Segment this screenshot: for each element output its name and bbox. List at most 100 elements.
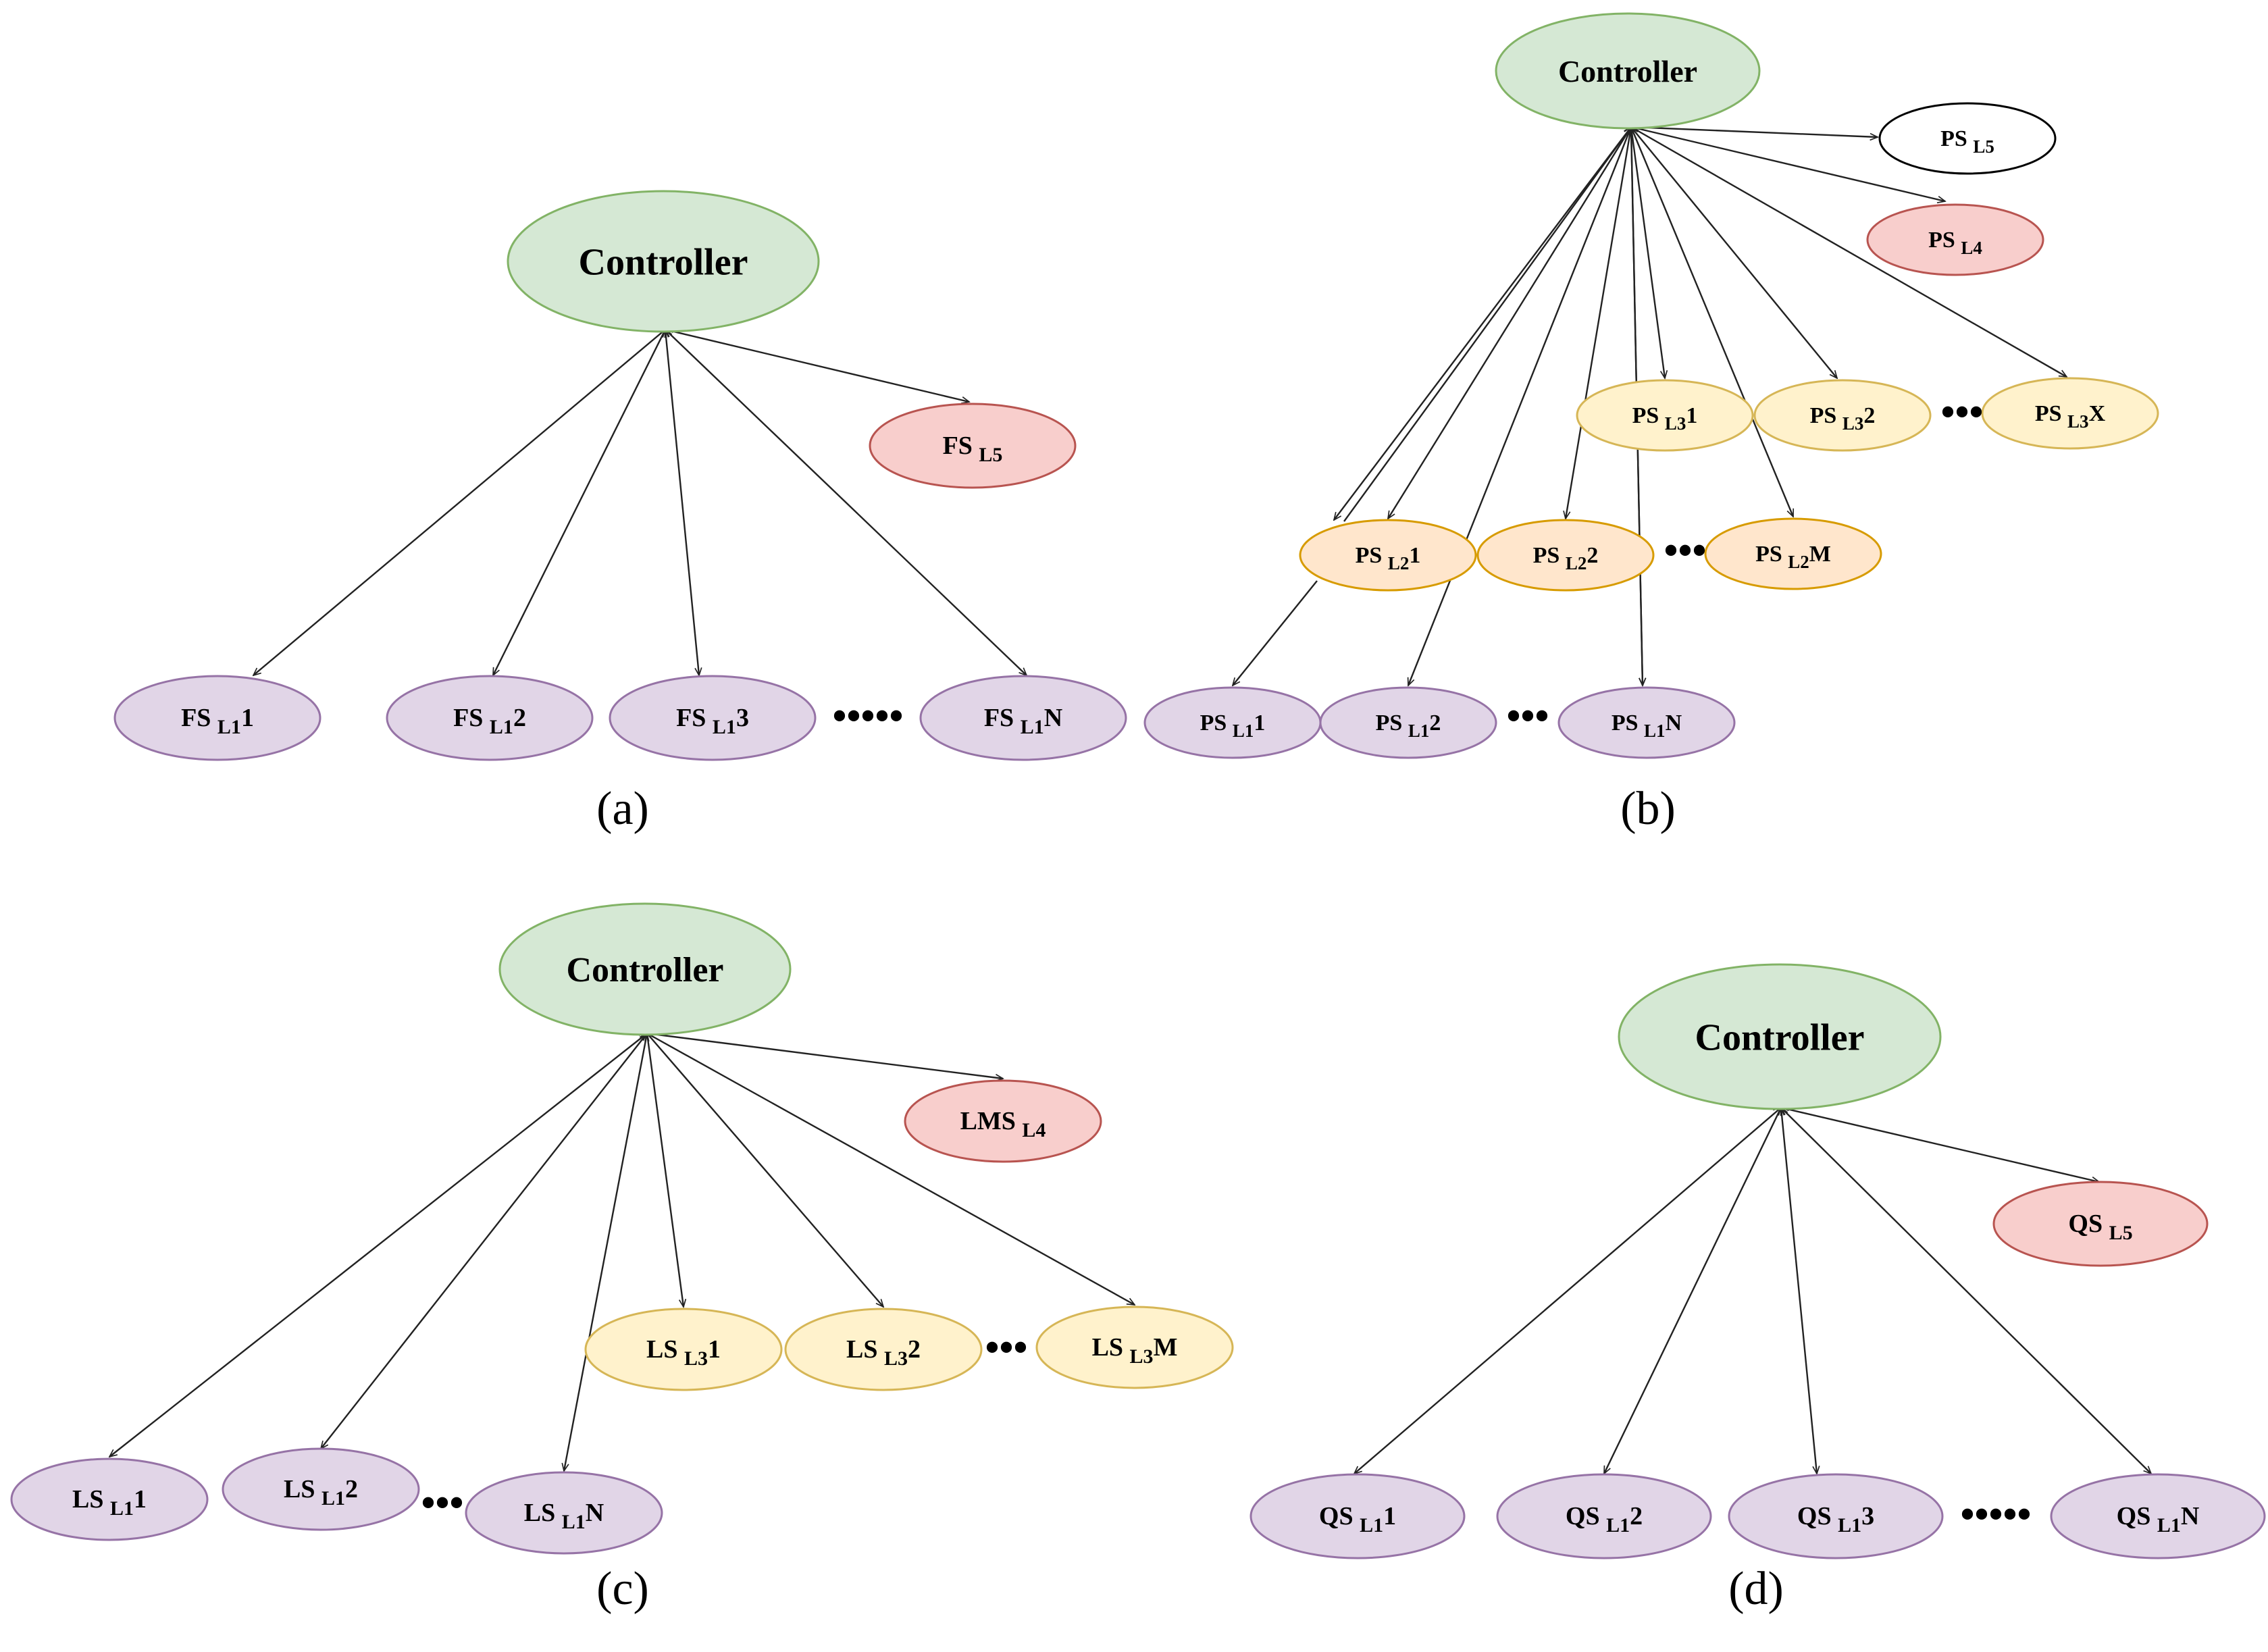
panel-c-node-ls-l1-2-shape [222, 1447, 420, 1531]
panel-c-controller-shape [498, 902, 792, 1036]
panel-d-controller-shape [1618, 963, 1942, 1110]
panel-b-node-ps-l2-2-edge [1566, 126, 1632, 519]
panel-a-node-fs-l1-n-label: FS L1N [984, 704, 1062, 738]
panel-c-node-ls-l3-1: LS L31 [584, 1308, 783, 1391]
panel-b-node-ps-l4-label: PS L4 [1928, 228, 1982, 258]
panel-c-controller-label: Controller [567, 951, 724, 989]
panel-b-node-ps-l1-1: PS L11 [1143, 686, 1322, 759]
panel-b-ellipsis-1: ••• [1664, 528, 1706, 573]
panel-b-node-ps-l1-2-edge [1408, 126, 1632, 686]
panel-a-node-fs-l1-n: FS L1N [919, 675, 1127, 761]
ellipsis-and-captions-layer: •••••(a)•••••••••(b)••••••(c)•••••(d) [421, 390, 2031, 1615]
panel-b-node-ps-l5-label: PS L5 [1940, 126, 1994, 157]
panel-b-node-ps-l2-m: PS L2M [1704, 517, 1882, 590]
panel-b-node-ps-l1-n-label: PS L1N [1612, 711, 1682, 741]
panel-c-node-lms-l4-shape [904, 1079, 1102, 1163]
panel-b-node-ps-l3-2-label: PS L32 [1810, 403, 1876, 434]
panel-c-node-ls-l1-2: LS L12 [222, 1447, 420, 1531]
panel-a-node-fs-l1-3-label: FS L13 [676, 704, 749, 738]
panel-a-node-fs-l1-n-edge [665, 330, 1027, 675]
panel-c-node-ls-l1-1-label: LS L11 [72, 1485, 147, 1520]
panel-b-node-ps-l1-1-edge [1233, 580, 1318, 686]
panel-c-node-ls-l3-1-label: LS L31 [646, 1335, 721, 1370]
panel-d-node-qs-l1-3-shape [1728, 1473, 1944, 1559]
panel-d-node-qs-l1-1-edge [1354, 1108, 1781, 1474]
panel-b-node-ps-l2-1-edge-up [1343, 127, 1631, 522]
panel-c-ellipsis-1: ••• [421, 1480, 463, 1525]
panel-d-node-qs-l5-edge [1781, 1108, 2099, 1182]
panel-b-node-ps-l3-1-label: PS L31 [1632, 403, 1698, 434]
panel-b-node-ps-l1-n: PS L1N [1557, 686, 1736, 759]
panel-a-controller-label: Controller [579, 242, 748, 284]
panel-b-node-ps-l2-m-edge [1630, 126, 1795, 517]
panel-b-node-ps-l4: PS L4 [1866, 203, 2044, 276]
panel-c-node-ls-l1-n-shape [465, 1471, 663, 1555]
panel-d-node-qs-l1-1: QS L11 [1249, 1473, 1466, 1559]
panel-b-node-ps-l3-1: PS L31 [1576, 379, 1754, 452]
panel-b-node-ps-l1-n-shape [1557, 686, 1736, 759]
panel-d-node-qs-l1-n: QS L1N [2050, 1473, 2266, 1559]
panel-a-node-fs-l1-2-label: FS L12 [453, 704, 526, 738]
panel-b-node-ps-l2-1-edge [1388, 127, 1631, 519]
panel-b-node-ps-l2-1: PS L21 [1299, 519, 1477, 592]
panel-d-node-qs-l1-3-label: QS L13 [1797, 1502, 1874, 1537]
panel-a-controller: Controller [507, 190, 820, 333]
panel-b-node-ps-l3-x-edge [1630, 126, 2067, 377]
panel-b-node-ps-l3-x-label: PS L3X [2035, 401, 2106, 432]
panel-b-node-ps-l3-x-shape [1981, 377, 2159, 450]
panel-c-node-ls-l3-2-label: LS L32 [846, 1335, 921, 1370]
panel-b-ellipsis-2: ••• [1506, 694, 1549, 738]
panel-a-node-fs-l1-1-label: FS L11 [181, 704, 254, 738]
panel-b-node-ps-l2-1-label: PS L21 [1356, 543, 1421, 573]
panel-b-node-ps-l2-1-shape [1299, 519, 1477, 592]
panel-d-node-qs-l1-n-shape [2050, 1473, 2266, 1559]
panel-d-node-qs-l5-shape [1992, 1181, 2209, 1267]
panel-d-node-qs-l5-label: QS L5 [2068, 1210, 2132, 1244]
panel-c-node-ls-l3-m-label: LS L3M [1092, 1333, 1178, 1368]
panel-c-node-ls-l1-2-edge [321, 1033, 647, 1449]
nodes-layer: Controller FS L5 FS L11 FS L12 FS L13 FS L1N C… [10, 12, 2266, 1559]
panel-d-caption: (d) [1728, 1563, 1784, 1615]
panel-b-node-ps-l1-2-shape [1319, 686, 1497, 759]
panel-d-ellipsis-0: ••••• [1960, 1492, 2031, 1537]
panel-c-node-lms-l4-label: LMS L4 [960, 1107, 1046, 1141]
panel-c-node-ls-l3-2-shape [784, 1308, 983, 1391]
panel-a-node-fs-l1-3-shape [609, 675, 817, 761]
panel-b-node-ps-l4-edge [1631, 127, 1945, 201]
panel-a-node-fs-l5: FS L5 [869, 403, 1077, 489]
panel-d-node-qs-l1-2-edge [1603, 1108, 1782, 1474]
panel-b-caption: (b) [1620, 783, 1676, 835]
panel-c-node-lms-l4-edge [647, 1033, 1003, 1079]
panel-c-node-ls-l3-1-edge [646, 1033, 684, 1307]
panel-c-node-lms-l4: LMS L4 [904, 1079, 1102, 1163]
panel-d-node-qs-l1-n-label: QS L1N [2117, 1502, 2200, 1537]
panel-d-node-qs-l1-1-label: QS L11 [1319, 1502, 1396, 1537]
panel-d-controller: Controller [1618, 963, 1942, 1110]
panel-b-edge-hub-to-l2-1 [1334, 126, 1632, 520]
panel-b-node-ps-l3-2: PS L32 [1753, 379, 1932, 452]
panel-c-node-ls-l3-2: LS L32 [784, 1308, 983, 1391]
panel-d-node-qs-l1-3-edge [1781, 1108, 1817, 1474]
panel-d-controller-label: Controller [1695, 1017, 1865, 1059]
edges-layer [109, 127, 2151, 1474]
panel-b-controller-label: Controller [1558, 54, 1697, 88]
panel-a-node-fs-l1-2: FS L12 [386, 675, 594, 761]
panel-b-node-ps-l2-2-label: PS L22 [1533, 543, 1599, 573]
panel-b-node-ps-l1-2-label: PS L12 [1376, 711, 1441, 741]
panel-b-node-ps-l2-m-shape [1704, 517, 1882, 590]
panel-c-node-ls-l1-n: LS L1N [465, 1471, 663, 1555]
panel-a-controller-shape [507, 190, 820, 333]
panel-b-node-ps-l1-1-label: PS L11 [1200, 711, 1266, 741]
panel-a-node-fs-l1-1: FS L11 [113, 675, 321, 761]
panel-a-node-fs-l1-1-shape [113, 675, 321, 761]
panel-c-controller: Controller [498, 902, 792, 1036]
panel-c-node-ls-l3-2-edge [646, 1033, 883, 1307]
panel-b-node-ps-l3-1-shape [1576, 379, 1754, 452]
panel-a-node-fs-l1-1-edge [253, 330, 665, 675]
panel-d-node-qs-l1-2-label: QS L12 [1566, 1502, 1643, 1537]
panel-b-node-ps-l4-shape [1866, 203, 2044, 276]
panel-c-node-ls-l1-1: LS L11 [10, 1457, 209, 1541]
panel-a-node-fs-l5-label: FS L5 [943, 432, 1003, 466]
panel-c-ellipsis-0: ••• [985, 1325, 1027, 1370]
panel-b-ellipsis-0: ••• [1940, 390, 1983, 434]
